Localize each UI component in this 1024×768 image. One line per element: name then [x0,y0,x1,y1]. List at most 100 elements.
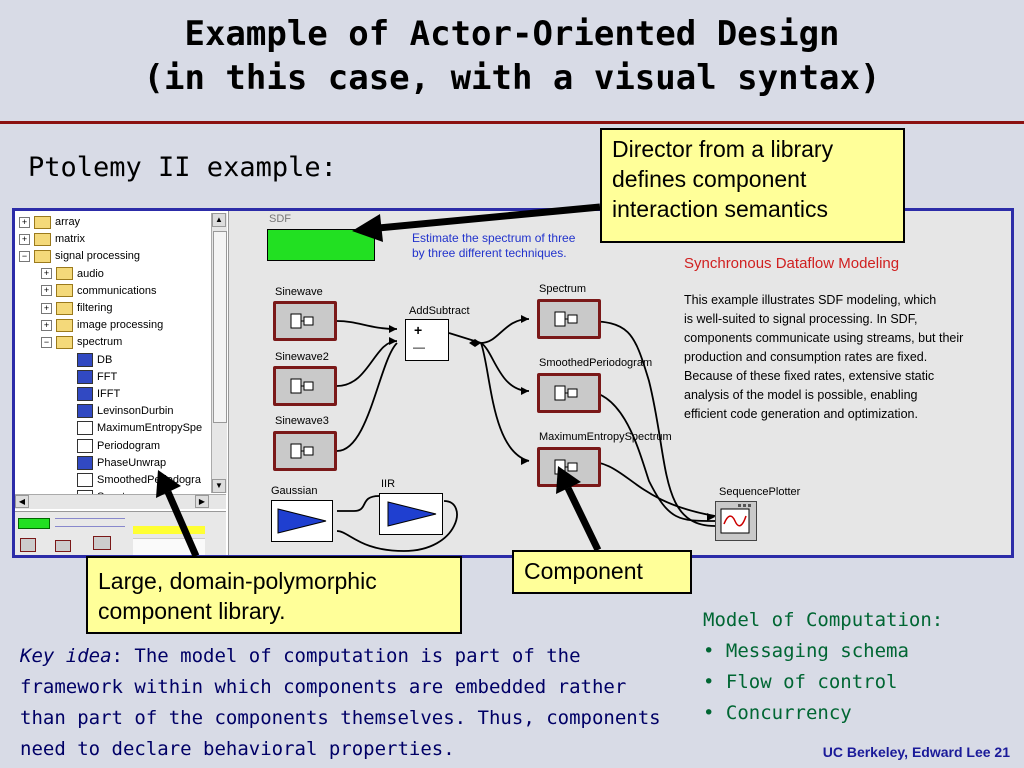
tree-item-label: PhaseUnwrap [97,456,167,469]
plotter-label: SequencePlotter [719,486,801,498]
title-line-1: Example of Actor-Oriented Design [184,14,840,54]
scroll-up-icon[interactable]: ▲ [212,213,226,227]
minus-sign: — [413,340,425,354]
iir-label: IIR [381,478,396,490]
hscroll-right-icon[interactable]: ▶ [195,495,209,508]
description-line: This example illustrates SDF modeling, w… [684,293,937,307]
tree-item[interactable]: MaximumEntropySpe [63,420,202,436]
estimate-annotation: Estimate the spectrum of three by three … [412,231,575,261]
tree-item[interactable]: LevinsonDurbin [63,403,173,419]
model-title: Synchronous Dataflow Modeling [684,255,900,272]
addsubtract-label: AddSubtract [409,305,470,317]
composite-actor-icon [290,313,314,329]
tree-item-label: SmoothedPeriodogra [97,474,201,486]
component-callout: Component [512,550,692,594]
director-callout: Director from a library defines componen… [600,128,905,243]
sequence-plotter-actor[interactable] [715,501,757,541]
tree-item-label: signal processing [55,250,140,263]
thumb-text [55,518,125,527]
description-line: components communicate using streams, bu… [684,331,964,345]
scroll-down-icon[interactable]: ▼ [212,479,226,493]
expand-icon[interactable]: + [19,233,30,245]
collapse-icon[interactable]: − [19,250,30,262]
atomic-actor-icon [77,455,93,470]
collapse-icon[interactable]: − [41,336,52,348]
estimate-line-2: by three different techniques. [412,246,567,260]
tree-item[interactable]: PhaseUnwrap [63,455,166,471]
max-entropy-spectrum-actor[interactable] [537,447,601,487]
estimate-line-1: Estimate the spectrum of three [412,231,576,245]
folder-icon [34,215,51,229]
smoothed-label: SmoothedPeriodogram [539,357,653,369]
tree-item[interactable]: +array [19,214,80,230]
blue-triangle-icon [387,501,437,527]
expand-icon[interactable]: + [41,268,52,280]
scroll-thumb[interactable] [213,231,227,423]
tree-item-label: LevinsonDurbin [97,405,174,418]
tree-item[interactable]: +image processing [41,317,163,333]
tree-item[interactable]: + communications [41,283,156,299]
description-line: production and consumption rates are fix… [684,350,928,364]
connection-wires [336,315,716,552]
sinewave-actor[interactable] [273,301,337,341]
model-overview-thumbnail[interactable] [15,511,226,555]
tree-item[interactable]: +matrix [19,231,85,247]
model-canvas[interactable]: SDF Estimate the spectrum of three by th… [229,211,1011,555]
description-line: is well-suited to signal processing. In … [684,312,918,326]
hscroll-left-icon[interactable]: ◀ [15,495,29,508]
blue-triangle-icon [277,508,327,534]
tree-item[interactable]: − signal processing [19,248,140,264]
tree-item-label: communications [77,284,157,297]
sdf-director[interactable] [267,229,375,261]
spectrum-actor[interactable] [537,299,601,339]
expand-icon[interactable]: + [19,216,30,228]
tree-scrollbar[interactable]: ▲ ▼ [211,213,227,493]
smoothed-periodogram-actor[interactable] [537,373,601,413]
atomic-actor-icon [77,352,93,367]
sinewave3-actor[interactable] [273,431,337,471]
tree-item-label: MaximumEntropySpe [97,422,203,435]
folder-icon [56,267,73,281]
tree-item-label: spectrum [77,336,123,349]
sinewave2-label: Sinewave2 [275,351,329,363]
composite-actor-icon [290,378,314,394]
tree-item[interactable]: SmoothedPeriodogra [63,472,201,488]
gaussian-label: Gaussian [271,485,318,497]
model-of-computation: Model of Computation: • Messaging schema… [703,605,943,729]
tree-item[interactable]: − spectrum [41,334,122,350]
moc-item: • Flow of control [703,671,898,693]
key-idea-text: Key idea: The model of computation is pa… [20,641,680,765]
composite-actor-icon [77,421,93,436]
tree-item-label: Periodogram [97,439,160,452]
atomic-actor-icon [77,404,93,419]
tree-item-label: DB [97,353,113,366]
expand-icon[interactable]: + [41,319,52,331]
thumb-actor [20,538,36,552]
moc-item: • Concurrency [703,702,852,724]
tree-hscrollbar[interactable]: ◀ ▶ [15,494,226,509]
thumb-director [18,518,50,529]
tree-item[interactable]: DB [63,352,112,368]
tree-item[interactable]: IFFT [63,386,120,402]
description-line: analysis of the model is possible, enabl… [684,388,918,402]
addsubtract-actor[interactable]: + — [405,319,449,361]
tree-item[interactable]: FFT [63,369,117,385]
thumb-actor [55,540,71,552]
expand-icon[interactable]: + [41,285,52,297]
composite-actor-icon [554,385,578,401]
plus-sign: + [414,322,423,338]
tree-item[interactable]: +filtering [41,300,112,316]
iir-actor[interactable] [379,493,443,535]
atomic-actor-icon [77,369,93,384]
tree-item[interactable]: +audio [41,266,104,282]
thumb-actor [93,536,111,550]
thumb-text [133,538,205,555]
slide-title: Example of Actor-Oriented Design (in thi… [0,12,1024,100]
sinewave2-actor[interactable] [273,366,337,406]
folder-icon [56,335,73,349]
expand-icon[interactable]: + [41,302,52,314]
gaussian-actor[interactable] [271,500,333,542]
key-idea-body: : The model of computation is part of th… [20,645,661,760]
description-line: Because of these fixed rates, extensive … [684,369,935,383]
tree-item[interactable]: Periodogram [63,438,160,454]
